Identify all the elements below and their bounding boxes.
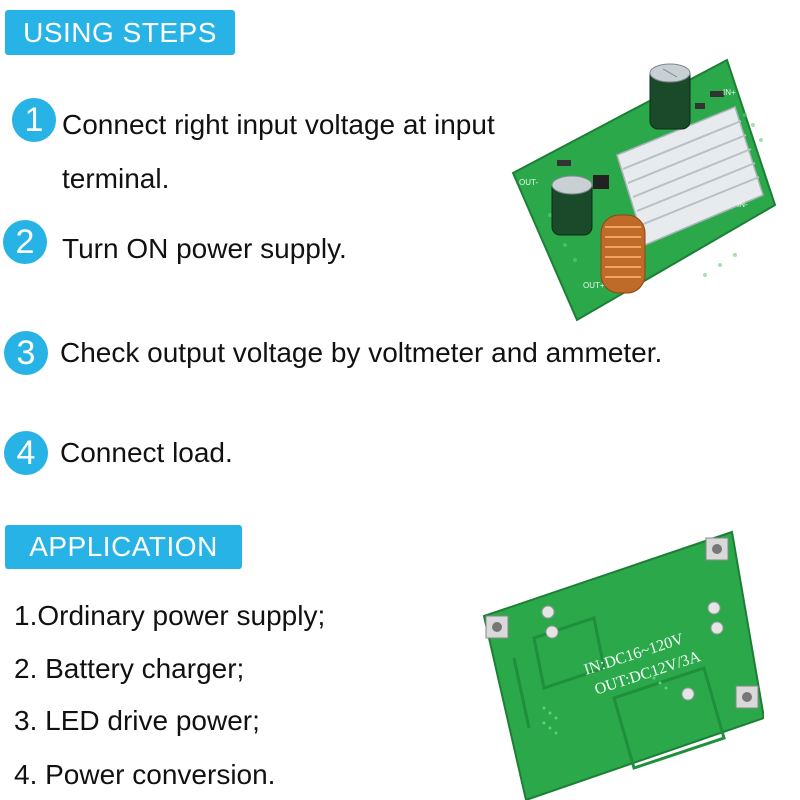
step-2-text: Turn ON power supply. <box>62 233 347 264</box>
application-item-1: 1.Ordinary power supply; <box>14 600 326 631</box>
pcb-front-image: OUT- OUT+ IN- IN+ <box>511 58 777 322</box>
step-4-badge: 4 <box>4 431 48 475</box>
application-item-4: 4. Power conversion. <box>14 759 276 790</box>
application-banner: APPLICATION <box>5 525 242 569</box>
pcb-label-out-minus: OUT- <box>519 178 538 187</box>
step-1-badge: 1 <box>12 98 56 142</box>
step-2-badge: 2 <box>3 220 47 264</box>
step-1-text-line2: terminal. <box>62 163 170 194</box>
using-steps-title: USING STEPS <box>23 16 217 48</box>
application-item-3: 3. LED drive power; <box>14 705 260 736</box>
pcb-label-in-minus: IN- <box>737 200 748 209</box>
application-title: APPLICATION <box>29 531 218 562</box>
step-3-text: Check output voltage by voltmeter and am… <box>60 337 663 368</box>
step-4-text: Connect load. <box>60 437 233 468</box>
pcb-back-image: IN:DC16~120V OUT:DC12V/3A <box>482 530 764 800</box>
application-item-2: 2. Battery charger; <box>14 653 245 684</box>
pcb-label-out-plus: OUT+ <box>583 281 605 290</box>
using-steps-banner: USING STEPS <box>5 10 235 55</box>
pcb-label-in-plus: IN+ <box>723 88 736 97</box>
step-1-text-line1: Connect right input voltage at input <box>62 109 495 140</box>
step-3-badge: 3 <box>4 331 48 375</box>
